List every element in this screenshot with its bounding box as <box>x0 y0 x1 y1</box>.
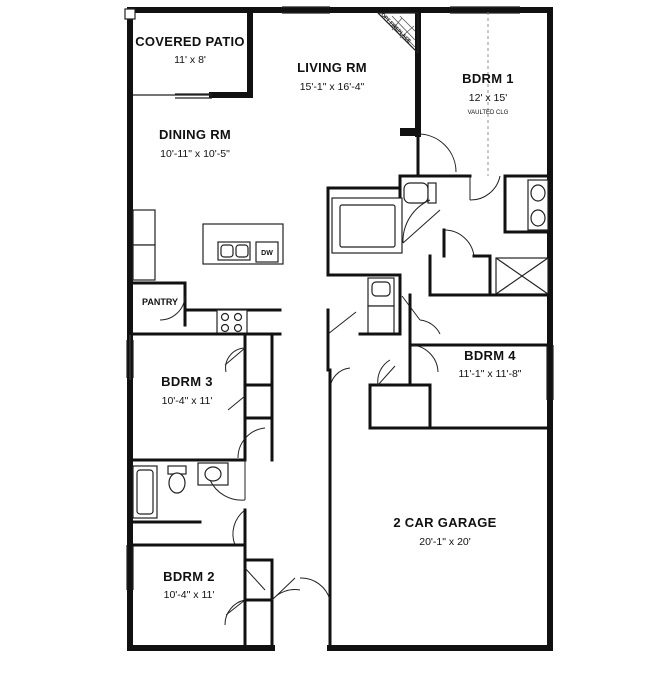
windows <box>124 6 554 590</box>
wall-niche <box>400 128 418 136</box>
bdrm1-name: BDRM 1 <box>462 71 514 86</box>
bdrm4-dim: 11'-1" x 11'-8" <box>458 368 521 380</box>
dining-dim: 10'-11" x 10'-5" <box>160 148 230 160</box>
hall-bath <box>131 460 247 547</box>
exterior-walls <box>127 7 553 651</box>
garage-dim: 20'-1" x 20' <box>419 536 471 548</box>
living-name: LIVING RM <box>297 60 367 75</box>
bdrm2-name: BDRM 2 <box>163 569 215 584</box>
bdrm1-walls <box>416 12 552 201</box>
bdrm2-dim: 10'-4" x 11' <box>164 589 215 601</box>
dishwasher-label: DW <box>261 250 273 257</box>
fireplace-label: OPT FIREPLACE <box>379 12 412 45</box>
bdrm4-name: BDRM 4 <box>464 348 516 363</box>
pantry-label: PANTRY <box>142 297 178 307</box>
garage-name: 2 CAR GARAGE <box>393 515 496 530</box>
bdrm3-name: BDRM 3 <box>161 374 213 389</box>
bdrm2-walls <box>224 543 331 650</box>
covered-patio-name: COVERED PATIO <box>135 34 245 49</box>
covered-patio-dim: 11' x 8' <box>174 54 206 66</box>
room-labels: COVERED PATIO 11' x 8' LIVING RM 15'-1" … <box>135 34 522 601</box>
laundry-hall <box>131 273 552 373</box>
master-bath <box>326 174 552 297</box>
fireplace-icon: OPT FIREPLACE <box>376 12 419 55</box>
bdrm4-walls <box>328 343 552 650</box>
bdrm1-dim: 12' x 15' <box>469 92 507 104</box>
bdrm1-note: VAULTED CLG <box>468 110 509 116</box>
dining-name: DINING RM <box>159 127 231 142</box>
kitchen: DW PANTRY <box>131 209 284 336</box>
bdrm3-dim: 10'-4" x 11' <box>162 395 213 407</box>
living-dim: 15'-1" x 16'-4" <box>300 81 365 93</box>
